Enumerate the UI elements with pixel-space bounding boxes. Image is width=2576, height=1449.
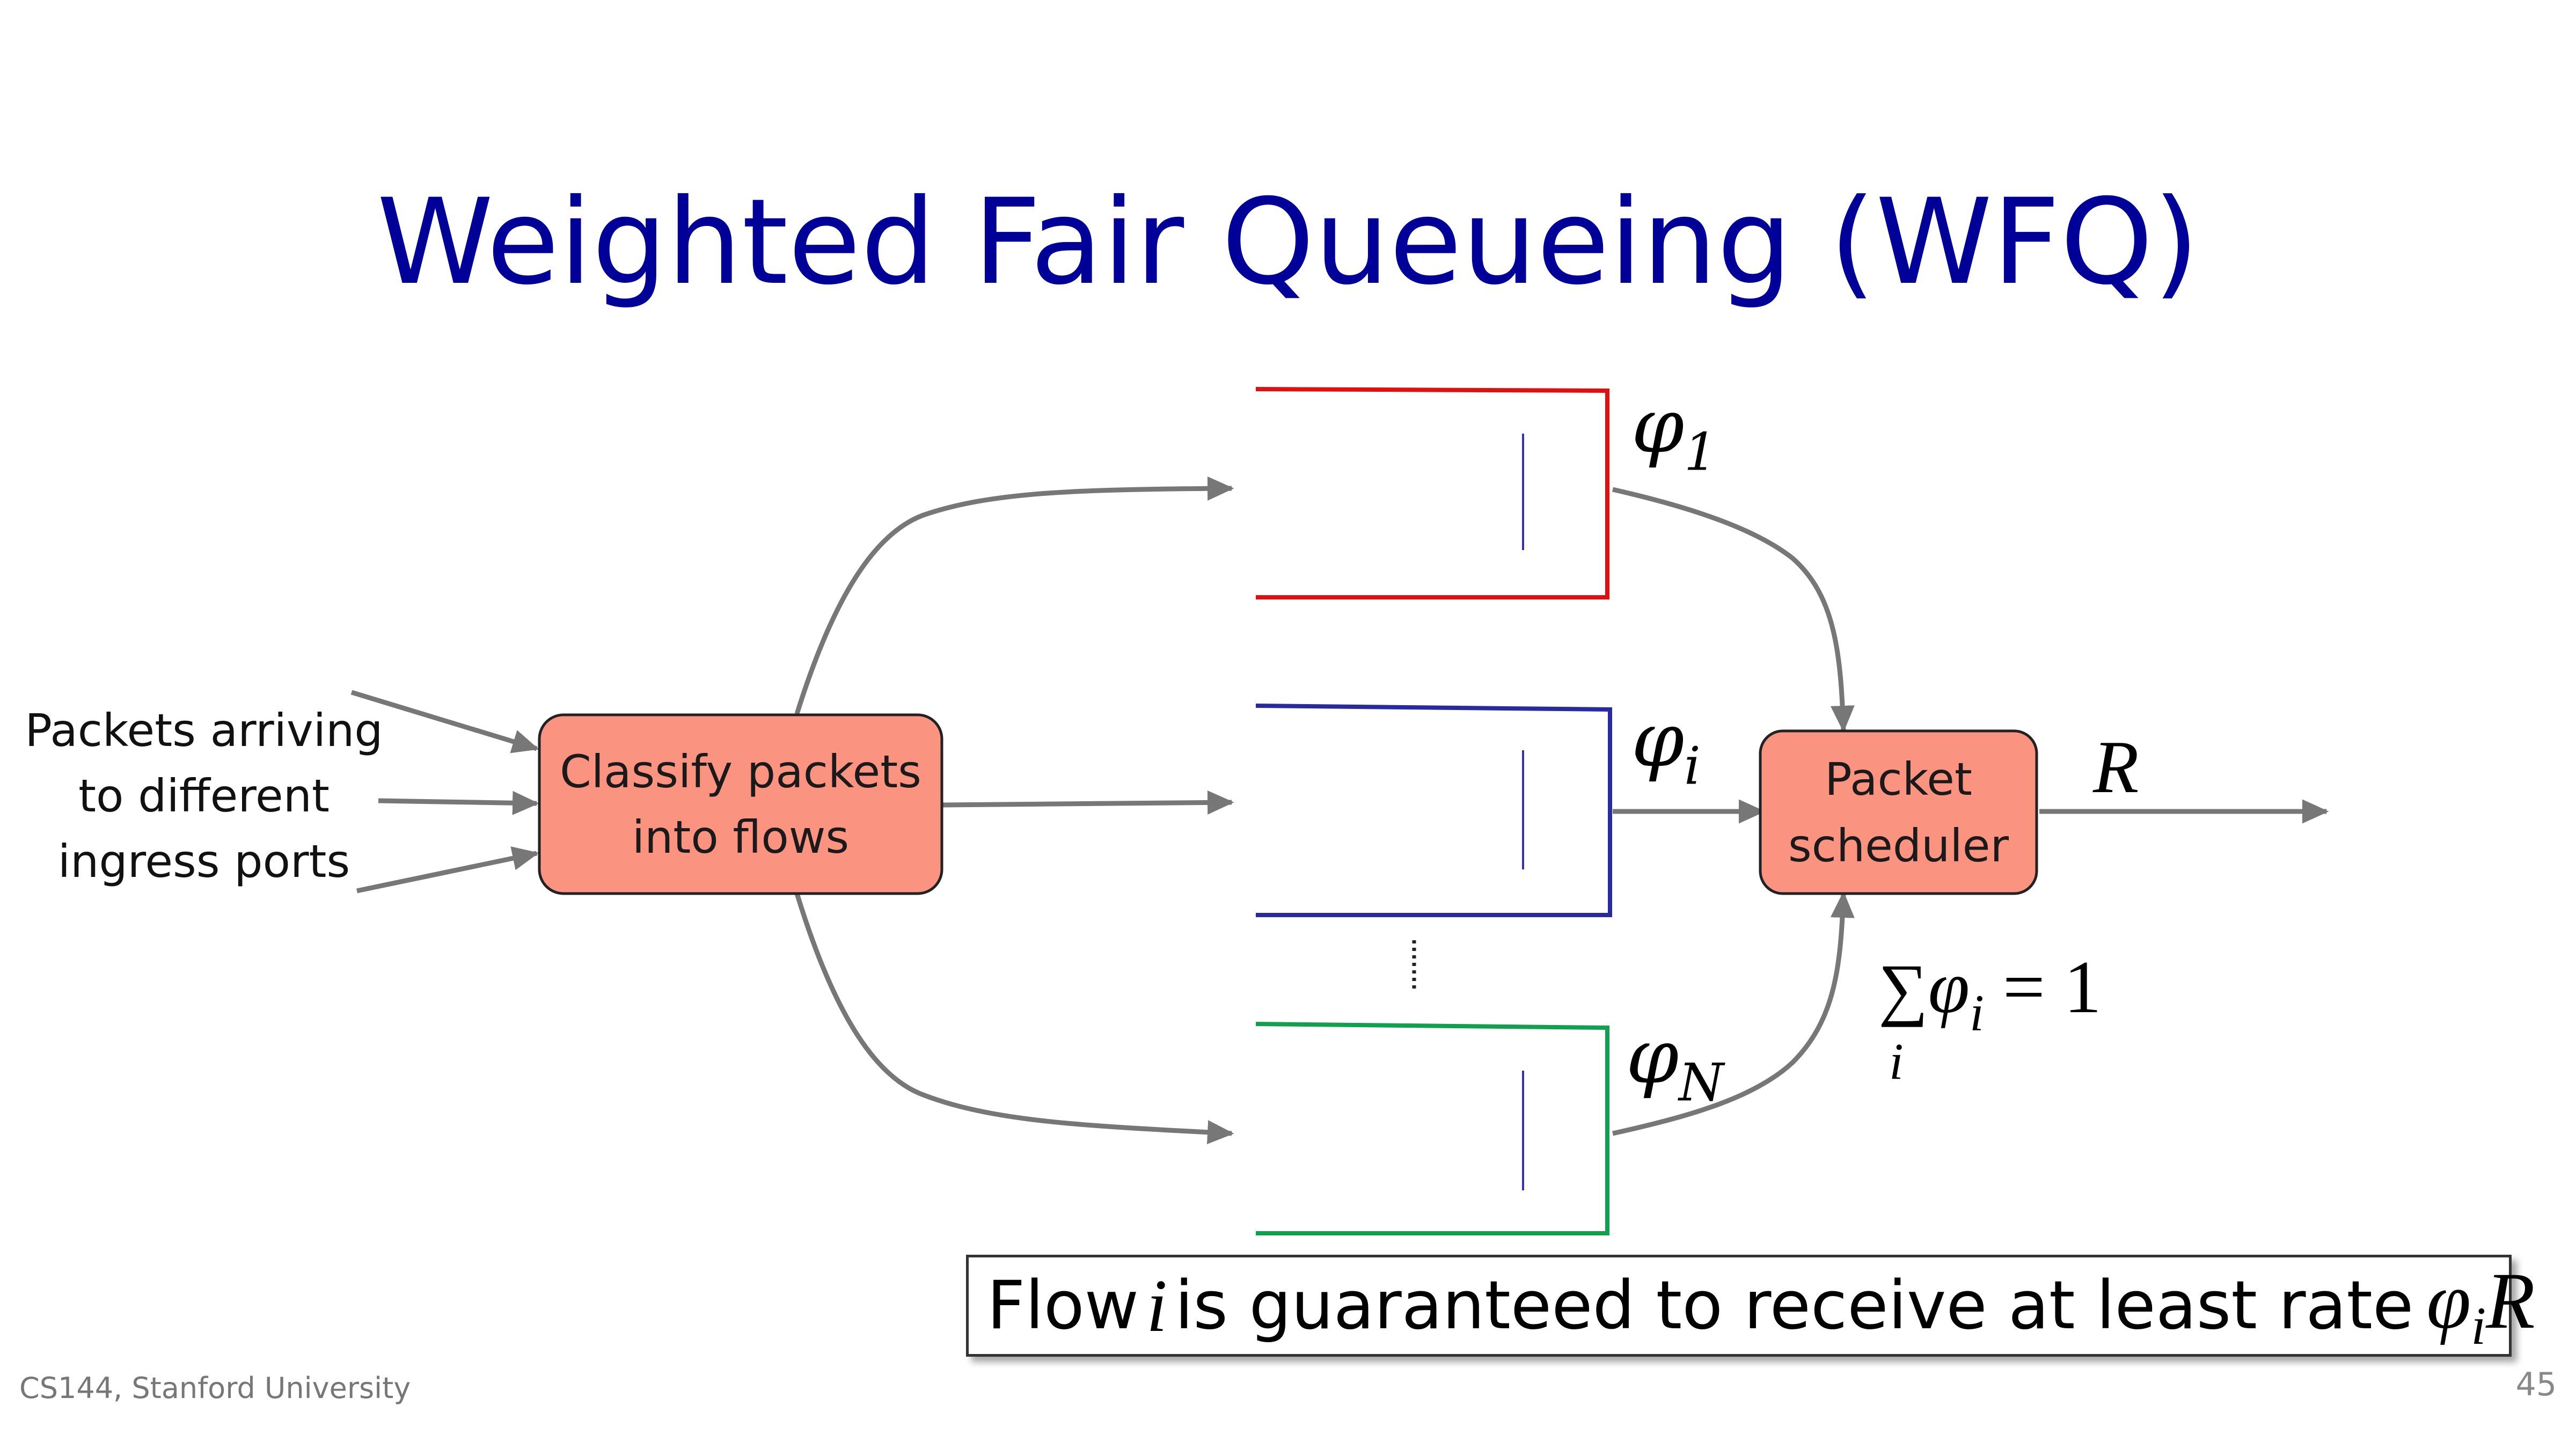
arrow-to-queue-1 (794, 476, 1234, 715)
guarantee-middle: is guaranteed to receive at least rate (1174, 1267, 2414, 1344)
classifier-label-line-1: Classify packets (560, 745, 921, 798)
queue-1 (1255, 387, 1609, 599)
page-number: 45 (2515, 1366, 2557, 1403)
rate-label: R (2093, 726, 2139, 809)
input-packets-label: Packets arriving to different ingress po… (21, 698, 386, 894)
classifier-label: Classify packets into flows (539, 715, 942, 894)
guarantee-variable: i (1146, 1264, 1167, 1348)
classifier-arrows (794, 476, 1234, 1145)
arrow-queue-1-to-scheduler (1612, 487, 1855, 733)
guarantee-symbol: φ (2426, 1256, 2471, 1345)
classifier-label-line-2: into flows (632, 810, 850, 863)
weight-symbol: φ (1626, 1013, 1679, 1101)
queue-n (1255, 1022, 1609, 1235)
queue-i (1255, 704, 1612, 917)
sum-symbol: ∑ (1878, 950, 1928, 1028)
weight-sum-constraint: ∑φi = 1 i (1878, 950, 2102, 1087)
sum-rhs: = 1 (2002, 946, 2102, 1029)
scheduler-arrows (1612, 487, 1855, 1136)
sum-term-symbol: φ (1928, 946, 1970, 1029)
arrow-queue-n-to-scheduler (1612, 891, 1855, 1136)
weight-symbol: φ (1631, 383, 1685, 470)
scheduler-label: Packet scheduler (1760, 731, 2037, 894)
weight-label-n: φN (1626, 1020, 1724, 1109)
weight-symbol: φ (1631, 697, 1685, 784)
scheduler-box (1759, 729, 2038, 895)
guarantee-subscript: i (2471, 1296, 2486, 1356)
scheduler-label-line-1: Packet (1825, 752, 1972, 806)
input-label-line-2: to different (78, 770, 330, 822)
guarantee-suffix: R (2486, 1256, 2535, 1345)
guarantee-rate: φiR (2426, 1255, 2535, 1357)
weight-subscript: N (1679, 1052, 1724, 1113)
arrow-to-queue-n (794, 892, 1234, 1145)
weight-subscript: 1 (1684, 422, 1717, 482)
slide-title: Weighted Fair Queueing (WFQ) (377, 173, 2199, 311)
weight-label-1: φ1 (1631, 389, 1717, 478)
footer-course: CS144, Stanford University (19, 1371, 411, 1405)
guarantee-prefix: Flow (987, 1267, 1139, 1344)
input-arrow-middle (378, 791, 539, 815)
classifier-box (538, 713, 943, 895)
input-arrows (350, 690, 539, 894)
scheduler-label-line-2: scheduler (1788, 819, 2009, 872)
sum-term-subscript: i (1970, 984, 1984, 1042)
arrow-to-queue-i (941, 790, 1234, 815)
weight-label-i: φi (1631, 703, 1701, 792)
input-label-line-1: Packets arriving (25, 704, 383, 757)
guarantee-callout: Flow i is guaranteed to receive at least… (966, 1255, 2535, 1357)
sum-term: φi (1928, 946, 1984, 1039)
input-arrow-bottom (356, 846, 539, 894)
weight-subscript: i (1684, 736, 1701, 796)
input-arrow-top (350, 690, 539, 753)
input-label-line-3: ingress ports (57, 835, 350, 888)
sum-index: i (1889, 1033, 1904, 1090)
